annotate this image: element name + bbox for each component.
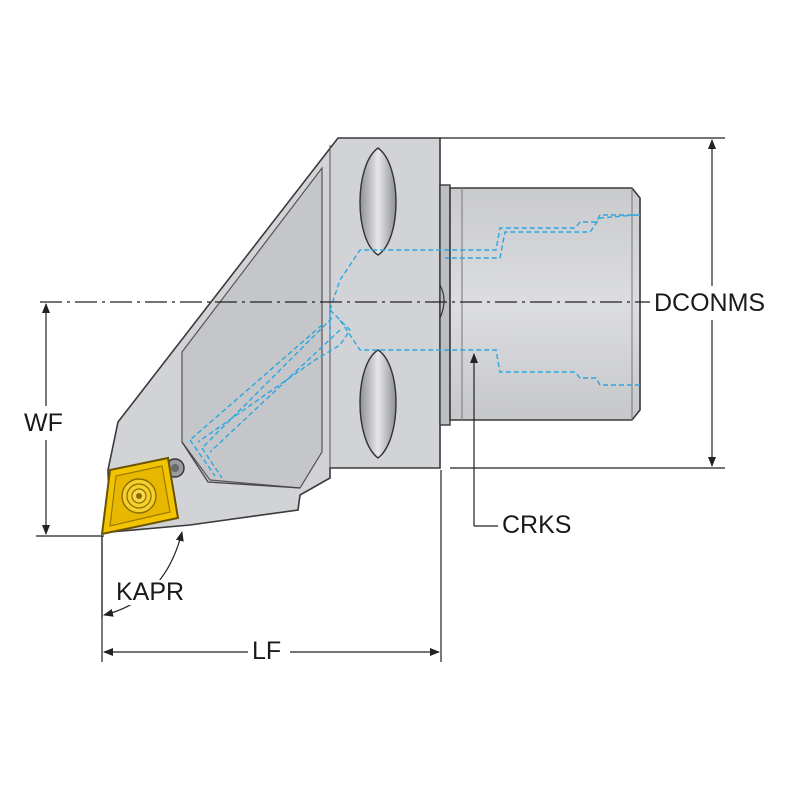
- clamp-slot-upper: [359, 147, 397, 256]
- clamp-slot-lower: [359, 349, 397, 459]
- holder-shank: [449, 187, 641, 421]
- cutting-insert: [100, 456, 180, 536]
- holder-flange: [439, 184, 451, 426]
- coolant-channels: [189, 214, 640, 479]
- holder-head: [107, 137, 441, 533]
- label-dconms: DCONMS: [654, 289, 766, 317]
- leader-crks: [470, 353, 498, 527]
- label-lf: LF: [252, 637, 282, 665]
- dim-wf: [36, 303, 104, 537]
- dim-dconms: [440, 137, 725, 469]
- label-wf: WF: [24, 409, 63, 437]
- label-kapr: KAPR: [116, 578, 185, 606]
- label-crks: CRKS: [502, 511, 572, 539]
